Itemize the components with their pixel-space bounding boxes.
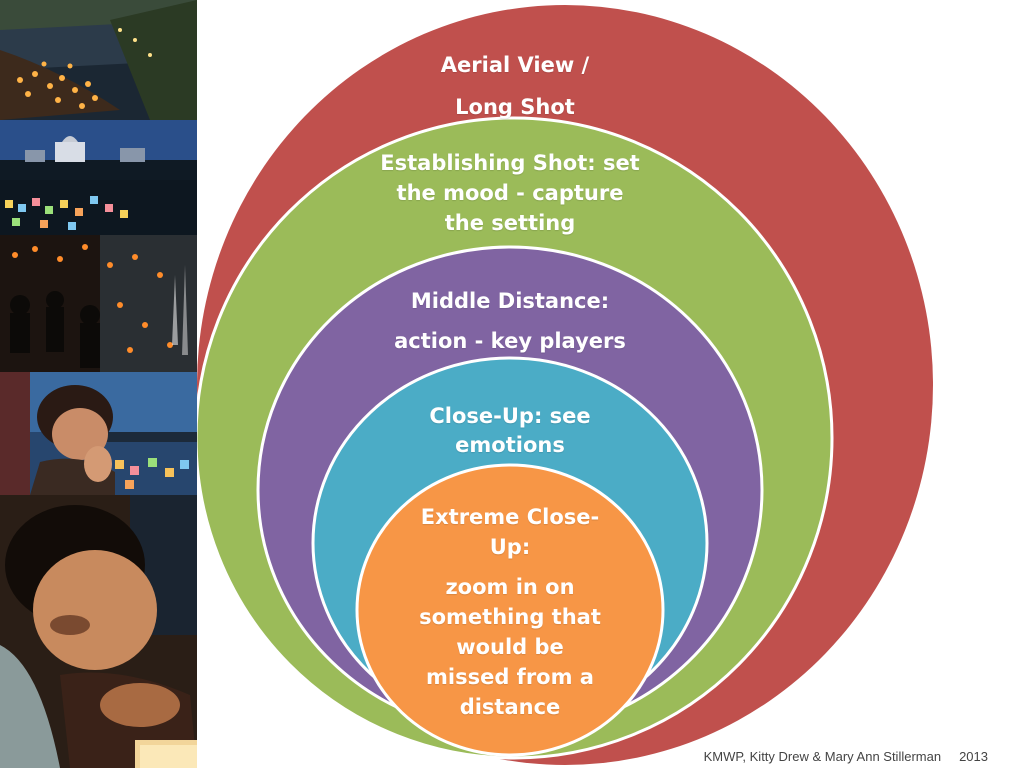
ring-extreme-close-up xyxy=(355,463,665,757)
photo-lanterns-river-night xyxy=(0,0,197,120)
extreme-line5: would be xyxy=(456,635,564,659)
photo-boy-lantern-closeup xyxy=(0,495,197,768)
middle-distance-label: Middle Distance: action - key players xyxy=(380,281,640,361)
extreme-close-up-label: Extreme Close- Up: zoom in on something … xyxy=(400,502,620,722)
close-up-line2: emotions xyxy=(455,433,565,457)
photo-strip xyxy=(0,0,197,768)
establishing-line3: the setting xyxy=(444,211,576,235)
footer-credit: KMWP, Kitty Drew & Mary Ann Stillerman 20… xyxy=(704,749,988,764)
credit-text: KMWP, Kitty Drew & Mary Ann Stillerman xyxy=(703,749,942,764)
extreme-line2: Up: xyxy=(489,535,531,559)
extreme-line1: Extreme Close- xyxy=(420,505,600,529)
credit-year: 2013 xyxy=(959,749,988,764)
aerial-view-line2: Long Shot xyxy=(455,95,575,119)
extreme-line4: something that xyxy=(419,605,601,629)
photo-lanterns-dome xyxy=(0,120,197,235)
close-up-label: Close-Up: see emotions xyxy=(400,402,620,460)
middle-distance-line2: action - key players xyxy=(394,329,626,353)
aerial-view-label: Aerial View / Long Shot xyxy=(390,44,640,128)
photo-crowd-lanterns xyxy=(0,235,197,372)
extreme-line3: zoom in on xyxy=(445,575,575,599)
establishing-shot-label: Establishing Shot: set the mood - captur… xyxy=(370,148,650,238)
close-up-line1: Close-Up: see xyxy=(429,404,591,428)
extreme-line7: distance xyxy=(459,695,561,719)
aerial-view-line1: Aerial View / xyxy=(440,53,590,77)
establishing-line1: Establishing Shot: set xyxy=(380,151,640,175)
extreme-line6: missed from a xyxy=(426,665,594,689)
middle-distance-line1: Middle Distance: xyxy=(410,289,610,313)
establishing-line2: the mood - capture xyxy=(396,181,624,205)
photo-child-praying xyxy=(0,372,197,495)
